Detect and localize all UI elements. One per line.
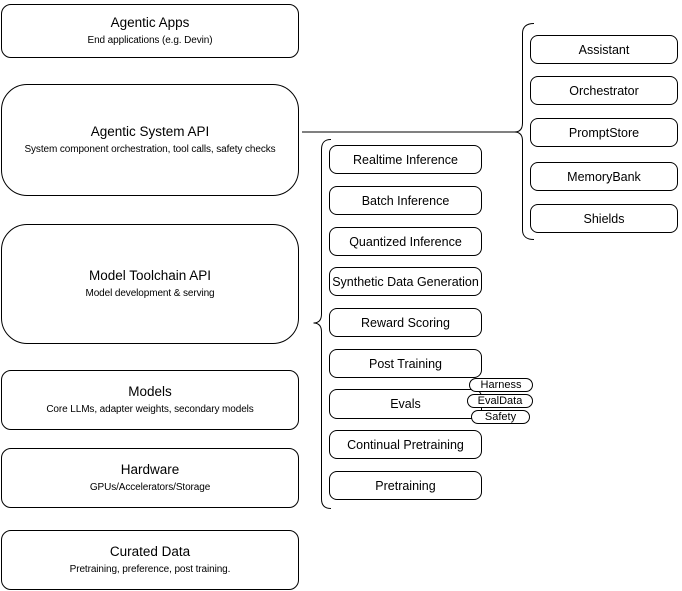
tag-label: Safety (484, 410, 517, 423)
node-label: Pretraining (375, 478, 436, 493)
node-title: Model Toolchain API (88, 267, 212, 283)
node-label: Post Training (369, 356, 442, 371)
node-label: PromptStore (568, 125, 640, 140)
tag-label: Harness (480, 378, 522, 391)
node-title: Agentic System API (90, 123, 210, 139)
node-title: Models (128, 383, 172, 399)
node-title: Curated Data (109, 543, 191, 559)
node-title: Hardware (120, 461, 180, 477)
node-batch-inference: Batch Inference (329, 186, 482, 215)
node-quantized-inference: Quantized Inference (329, 227, 482, 256)
tag-label: EvalData (477, 394, 523, 407)
node-orchestrator: Orchestrator (530, 76, 678, 105)
node-models: Models Core LLMs, adapter weights, secon… (1, 370, 299, 430)
node-label: Shields (583, 211, 625, 226)
node-label: Reward Scoring (361, 315, 450, 330)
system-components-brace (514, 23, 535, 240)
node-label: Realtime Inference (353, 152, 458, 167)
node-synthetic-data-generation: Synthetic Data Generation (329, 267, 482, 296)
node-promptstore: PromptStore (530, 118, 678, 147)
node-subtitle: End applications (e.g. Devin) (87, 35, 213, 47)
toolchain-services-brace (313, 139, 332, 509)
node-label: Batch Inference (361, 193, 450, 208)
node-shields: Shields (530, 204, 678, 233)
node-label: Continual Pretraining (347, 437, 464, 452)
node-curated-data: Curated Data Pretraining, preference, po… (1, 530, 299, 590)
node-subtitle: System component orchestration, tool cal… (24, 144, 276, 156)
node-hardware: Hardware GPUs/Accelerators/Storage (1, 448, 299, 508)
node-subtitle: Core LLMs, adapter weights, secondary mo… (46, 404, 254, 416)
node-subtitle: GPUs/Accelerators/Storage (89, 482, 211, 494)
node-memorybank: MemoryBank (530, 162, 678, 191)
node-pretraining: Pretraining (329, 471, 482, 500)
node-subtitle: Model development & serving (85, 288, 215, 300)
node-subtitle: Pretraining, preference, post training. (69, 564, 231, 576)
node-agentic-apps: Agentic Apps End applications (e.g. Devi… (1, 4, 299, 58)
node-realtime-inference: Realtime Inference (329, 145, 482, 174)
node-post-training: Post Training (329, 349, 482, 378)
node-title: Agentic Apps (110, 14, 190, 30)
node-label: Quantized Inference (349, 234, 462, 249)
node-label: Synthetic Data Generation (332, 274, 479, 289)
tag-harness: Harness (469, 378, 533, 392)
node-label: MemoryBank (567, 169, 641, 184)
node-evals: Evals (329, 389, 482, 419)
tag-evaldata: EvalData (467, 394, 533, 408)
tag-safety: Safety (471, 410, 530, 424)
node-model-toolchain-api: Model Toolchain API Model development & … (1, 224, 299, 344)
node-label: Orchestrator (569, 83, 639, 98)
node-reward-scoring: Reward Scoring (329, 308, 482, 337)
node-assistant: Assistant (530, 35, 678, 64)
node-continual-pretraining: Continual Pretraining (329, 430, 482, 459)
node-agentic-system-api: Agentic System API System component orch… (1, 84, 299, 196)
node-label: Evals (390, 397, 421, 411)
node-label: Assistant (578, 42, 630, 57)
